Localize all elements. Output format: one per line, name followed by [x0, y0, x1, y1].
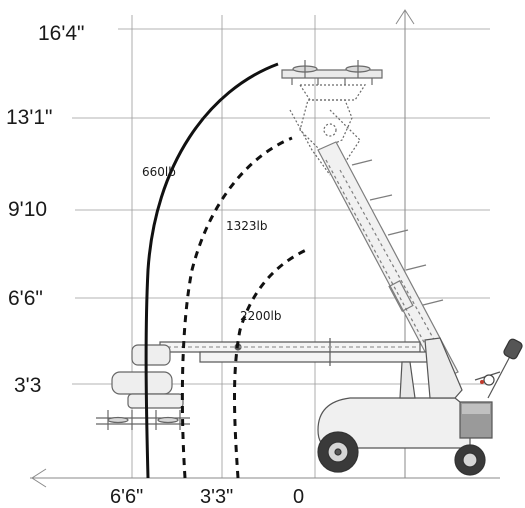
- load-curve-2200lb: [233, 248, 307, 479]
- y-axis-label: 13'1": [6, 106, 53, 129]
- x-axis-label: 6'6": [110, 486, 143, 508]
- raised-vacuum-head: [282, 60, 382, 175]
- y-axis-label: 16'4": [38, 22, 85, 45]
- load-curve-1323lb: [180, 136, 293, 479]
- rear-wheel: [455, 445, 485, 475]
- load-curves: [144, 62, 307, 479]
- lowered-boom: [160, 338, 430, 366]
- x-axis-arrow: [30, 468, 500, 488]
- machine-chassis: [318, 338, 523, 448]
- lifting-machine-illustration: [96, 60, 523, 475]
- y-axis-label: 9'10: [8, 198, 47, 221]
- y-axis-label: 3'3: [14, 374, 41, 397]
- lowered-vacuum-head: [96, 345, 190, 430]
- load-curve-660lb: [144, 62, 279, 479]
- curve-label-660lb: 660lb: [142, 165, 176, 179]
- x-axis-label: 0: [293, 486, 304, 508]
- x-axis-label: 3'3": [200, 486, 233, 508]
- y-axis-label: 6'6": [8, 287, 43, 310]
- curve-label-1323lb: 1323lb: [226, 219, 268, 233]
- raised-boom: [318, 142, 458, 380]
- front-wheel: [318, 432, 358, 472]
- curve-label-2200lb: 2200lb: [240, 309, 282, 323]
